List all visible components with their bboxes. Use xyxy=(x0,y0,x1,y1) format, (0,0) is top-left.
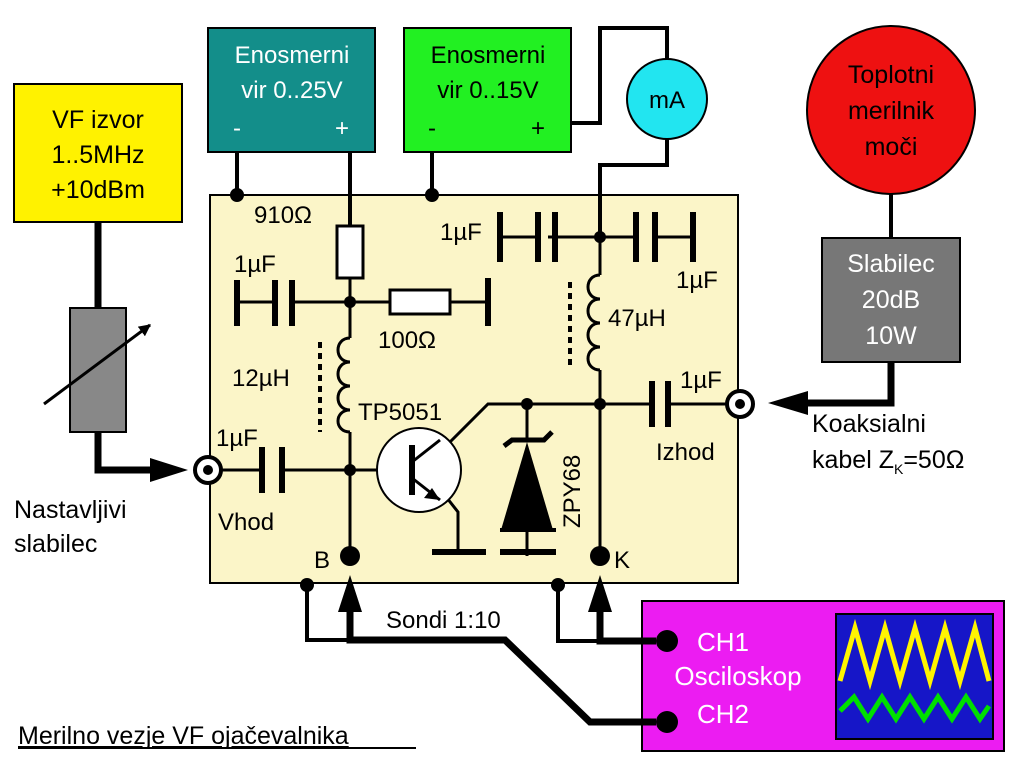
capacitor-input-label: 1µF xyxy=(216,425,258,452)
zener-label: ZPY68 xyxy=(559,455,586,528)
dc-supply-25v-plus: + xyxy=(335,115,349,142)
resistor-910 xyxy=(335,224,365,280)
input-port-label: Vhod xyxy=(218,509,274,536)
dc-supply-15v-minus: - xyxy=(428,115,436,142)
power-meter-line1: Toplotni xyxy=(848,61,934,89)
inductor-12uh-label: 12µH xyxy=(232,365,290,392)
power-meter-line3: moči xyxy=(865,133,918,161)
probes-label: Sondi 1:10 xyxy=(386,607,501,634)
capacitor-left-top-label: 1µF xyxy=(234,251,276,278)
resistor-100 xyxy=(388,288,452,316)
coax-label-prefix: kabel Z xyxy=(812,446,894,474)
ch2-connector xyxy=(656,711,678,733)
capacitor-top-left-label: 1µF xyxy=(440,219,482,246)
zener-zpy68 xyxy=(500,430,556,532)
capacitor-input xyxy=(259,447,285,493)
dc-supply-15v: Enosmerni vir 0..15V - + xyxy=(403,27,572,153)
inductor-47uh-label: 47µH xyxy=(608,305,666,332)
attenuator-20db: Slabilec 20dB 10W xyxy=(821,237,961,363)
ammeter-label: mA xyxy=(649,87,685,114)
oscilloscope: CH1 Osciloskop CH2 xyxy=(641,600,1005,752)
probe-gnd-dot-b xyxy=(300,578,314,592)
gnd-dot-supply1 xyxy=(230,188,244,202)
transistor-label: TP5051 xyxy=(358,399,442,426)
variable-attenuator-body xyxy=(69,307,127,433)
power-meter: Toplotni merilnik moči xyxy=(806,25,976,195)
variable-attenuator xyxy=(43,307,151,433)
test-point-b-label: B xyxy=(314,547,330,574)
page-title: Merilno vezje VF ojačevalnika xyxy=(18,722,349,750)
dc-supply-25v-line2: vir 0..25V xyxy=(241,77,342,104)
dc-supply-15v-line2: vir 0..15V xyxy=(437,77,538,104)
oscilloscope-name: Osciloskop xyxy=(674,661,801,691)
output-connector-pin xyxy=(735,399,745,409)
junction-dots xyxy=(344,231,606,476)
power-meter-line2: merilnik xyxy=(848,97,935,125)
vf-source: VF izvor 1..5MHz +10dBm xyxy=(13,83,183,223)
probe-gnd-dot-k xyxy=(551,578,565,592)
dc-supply-25v-minus: - xyxy=(233,115,241,142)
external-wiring xyxy=(235,26,893,238)
attenuator-line3: 10W xyxy=(865,322,917,350)
coax-label-sub: K xyxy=(894,461,904,477)
oscilloscope-ch2: CH2 xyxy=(697,699,749,729)
inductor-47uh xyxy=(586,273,601,372)
coax-cables xyxy=(94,222,895,726)
vf-source-box xyxy=(13,83,183,223)
variable-attenuator-line2: slabilec xyxy=(14,530,97,558)
dc-supply-15v-box xyxy=(403,27,572,153)
resistor-910-label: 910Ω xyxy=(254,202,312,229)
coax-label-suffix: =50Ω xyxy=(903,446,964,474)
test-point-k-label: K xyxy=(614,547,630,574)
capacitor-output-label: 1µF xyxy=(680,367,722,394)
coax-label-line2: kabel ZK=50Ω xyxy=(812,446,964,477)
gnd-dot-supply2 xyxy=(425,188,439,202)
vf-source-line1: VF izvor xyxy=(52,106,144,134)
inductor-12uh xyxy=(336,336,351,434)
trace-ch1 xyxy=(837,618,992,691)
capacitor-output xyxy=(649,381,671,427)
dc-supply-25v-box xyxy=(207,27,376,153)
attenuator-box xyxy=(821,237,961,363)
coax-arrowheads xyxy=(150,391,808,612)
attenuator-line2: 20dB xyxy=(862,286,920,314)
test-point-b xyxy=(340,546,360,566)
oscilloscope-ch1: CH1 xyxy=(697,627,749,657)
dc-supply-15v-line1: Enosmerni xyxy=(431,42,546,69)
ammeter: mA xyxy=(626,58,708,140)
dc-supply-25v: Enosmerni vir 0..25V - + xyxy=(207,27,376,153)
resistor-100-label: 100Ω xyxy=(378,327,436,354)
dc-supply-15v-plus: + xyxy=(531,115,545,142)
test-point-k xyxy=(590,546,610,566)
probe-ground-leads xyxy=(305,585,600,643)
capacitor-top-right-label: 1µF xyxy=(676,267,718,294)
vf-source-line2: 1..5MHz xyxy=(51,141,144,169)
trace-ch2 xyxy=(838,692,992,724)
input-connector-pin xyxy=(203,465,213,475)
output-port-label: Izhod xyxy=(656,439,715,466)
coax-label-line1: Koaksialni xyxy=(812,410,926,438)
transistor-tp5051 xyxy=(376,427,462,513)
vf-source-line3: +10dBm xyxy=(51,176,145,204)
variable-attenuator-line1: Nastavljivi xyxy=(14,496,127,524)
dc-supply-25v-line1: Enosmerni xyxy=(235,42,350,69)
attenuator-line1: Slabilec xyxy=(847,250,935,278)
ch1-connector xyxy=(656,630,678,652)
